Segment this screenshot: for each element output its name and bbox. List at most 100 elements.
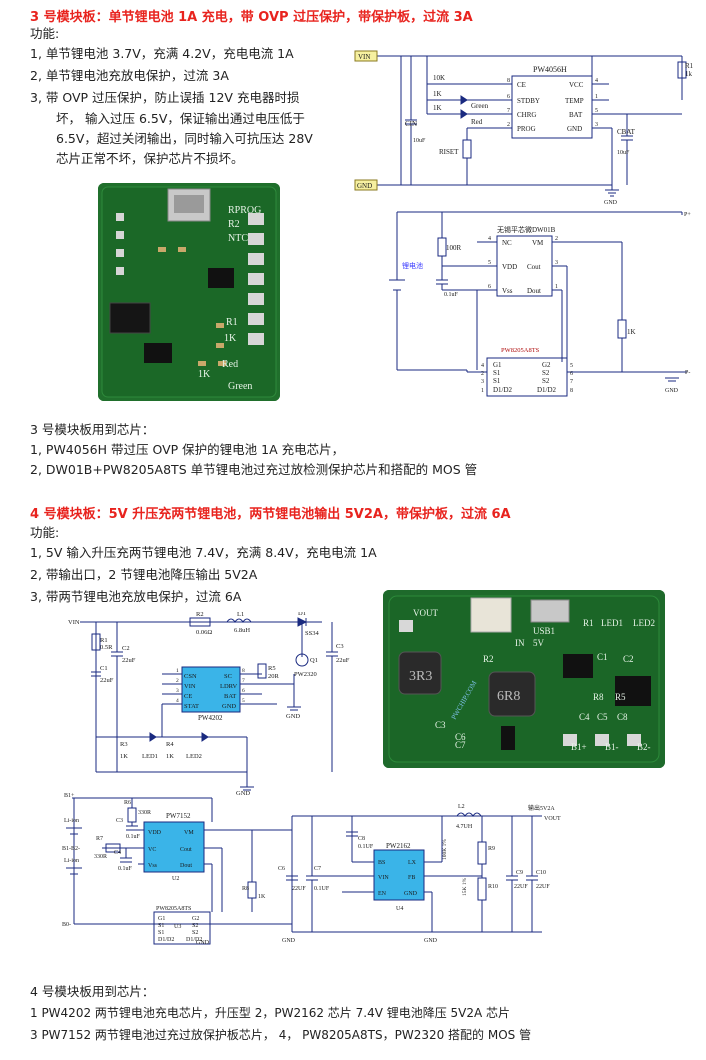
sch4t-r5-val: 20R — [268, 673, 280, 680]
board4-c5: C5 — [597, 712, 608, 722]
module4-item-2: 2, 带输出口，2 节锂电池降压输出 5V2A — [30, 567, 258, 582]
sch3-nc: NC — [502, 239, 512, 247]
sch3-c3n3: 3 — [481, 379, 484, 385]
sch4t-sc: SC — [224, 673, 232, 680]
sch3-c3n2: 2 — [481, 371, 484, 377]
sch3-n2: 2 — [507, 122, 510, 128]
board4-in: IN — [515, 638, 525, 648]
sch4b-u3: U3 — [174, 924, 181, 930]
sch3-red: Red — [471, 118, 483, 126]
board4-c1: C1 — [597, 652, 608, 662]
sch4b-b1p: B1+ — [64, 793, 75, 799]
module4-chip-line-1: 1 PW4202 两节锂电池充电芯片，升压型 2，PW2162 芯片 7.4V … — [30, 1006, 511, 1020]
sch3-c3n7: 7 — [570, 379, 573, 385]
sch3-chip2: 无锡平芯微DW01B — [497, 225, 556, 234]
board4-c4: C4 — [579, 712, 590, 722]
sch4b-r7-val: 330R — [94, 854, 107, 860]
board4-usb1: USB1 — [533, 626, 555, 636]
sch4t-stat: STAT — [184, 703, 199, 710]
sch4b-r9: R9 — [488, 846, 495, 852]
sch3-cin: CIN — [405, 120, 417, 128]
sch3-c3n5: 5 — [570, 363, 573, 369]
sch4t-n3: 3 — [176, 688, 179, 694]
board4-c8: C8 — [617, 712, 628, 722]
sch4t-c2: C2 — [122, 645, 130, 652]
sch4b-s1b: S1 — [158, 930, 164, 936]
board4-6r8: 6R8 — [497, 689, 520, 704]
board3-label-green: Green — [228, 381, 252, 392]
sch4t-pvin: VIN — [184, 683, 196, 690]
sch3-n8: 8 — [507, 78, 510, 84]
sch4b-b0m: B0- — [62, 922, 71, 928]
sch4b-r7: R7 — [96, 836, 103, 842]
sch4t-vin: VIN — [68, 619, 80, 626]
sch4b-r6: R6 — [124, 800, 131, 806]
board3-label-1k-a: 1K — [224, 333, 237, 344]
sch4t-d1-val: SS34 — [305, 630, 319, 637]
sch4t-q1-val: PW2320 — [294, 671, 317, 678]
sch4t-chip: PW4202 — [198, 714, 223, 722]
sch4b-chip3: PW2162 — [386, 842, 411, 850]
sch4t-r1-val: 0.5R — [100, 644, 113, 651]
sch4b-r6-val: 330R — [138, 810, 151, 816]
board4-r5: R5 — [615, 692, 626, 702]
sch4b-c6-val: 22UF — [292, 886, 306, 892]
sch4t-n4: 4 — [176, 698, 179, 704]
sch3-r1k: 1K — [627, 328, 636, 336]
sch4t-c3: C3 — [336, 643, 344, 650]
sch4b-out: 输出5V2A — [528, 804, 555, 812]
sch4t-led2: LED2 — [186, 753, 202, 760]
sch3-c2n6: 6 — [488, 284, 491, 290]
sch4b-r9-val: 100K 1% — [442, 839, 448, 860]
module4-schematic-top: VIN R1 0.5R C2 22uF C1 22uF R2 0.06Ω L1 … — [68, 612, 350, 797]
module3-chips-label: 3 号模块板用到芯片： — [30, 422, 155, 437]
board3-label-ntc: NTC — [228, 233, 248, 244]
sch3-g1: G1 — [493, 361, 502, 369]
sch4b-c8: C8 — [358, 836, 365, 842]
sch4t-led1: LED1 — [142, 753, 158, 760]
module3-title: 3 号模块板：单节锂电池 1A 充电，带 OVP 过压保护，带保护板，过流 3A — [30, 10, 473, 25]
sch4t-gndp: GND — [222, 703, 236, 710]
sch4b-gnd2: GND — [424, 938, 438, 944]
sch4t-n5: 5 — [242, 698, 245, 704]
sch3-n1: 1 — [595, 94, 598, 100]
sch4t-ce: CE — [184, 693, 192, 700]
sch4b-r10-val: 15K 1% — [462, 877, 468, 896]
sch4b-s2b: S2 — [192, 930, 198, 936]
sch4t-d1: D1 — [298, 612, 306, 617]
sch3-cell: 锂电池 — [402, 261, 423, 270]
sch4b-d1d2r: D1/D2 — [186, 937, 202, 943]
board4-3r3: 3R3 — [409, 669, 432, 684]
board4-vout: VOUT — [413, 608, 438, 618]
sch3-n4: 4 — [595, 78, 598, 84]
module4-item-1: 1, 5V 输入升压充两节锂电池 7.4V，充满 8.4V，充电电流 1A — [30, 545, 377, 560]
sch4b-pgnd: GND — [404, 891, 418, 897]
sch4b-cout: Cout — [180, 847, 192, 853]
sch4b-gnd1: GND — [282, 938, 296, 944]
sch4t-n1: 1 — [176, 668, 179, 674]
sch3-cbat: CBAT — [617, 128, 636, 136]
sch4b-vm: VM — [184, 830, 194, 836]
sch4b-c4-val: 0.1uF — [118, 866, 133, 872]
board4-5v: 5V — [533, 638, 545, 648]
sch4t-c3-val: 22uF — [336, 657, 350, 664]
sch4b-c7: C7 — [314, 866, 321, 872]
module4-board-photo: VOUT USB1 5V IN 3R3 6R8 R1 LED1 LED2 C1 … — [383, 590, 665, 768]
module3-func-label: 功能: — [30, 26, 60, 41]
board3-label-1k-b: 1K — [198, 369, 211, 380]
sch4t-gnd: GND — [236, 790, 250, 797]
sch3-c2n2: 2 — [555, 236, 558, 242]
sch4t-r3-val: 1K — [120, 753, 128, 760]
sch3-cout: Cout — [527, 263, 541, 271]
sch3-gndpin: GND — [567, 125, 582, 133]
board3-label-rprog: RPROG — [228, 205, 261, 216]
sch3-n6: 6 — [507, 94, 510, 100]
board4-b2m: B2- — [637, 742, 651, 752]
sch4b-r8: R8 — [242, 886, 249, 892]
sch3-vdd: VDD — [502, 263, 517, 271]
sch3-r1: R1 — [685, 62, 694, 70]
module4-chip-line-2: 3 PW7152 两节锂电池过充过放保护板芯片， 4， PW8205A8TS，P… — [30, 1028, 532, 1042]
sch3-stdby: STDBY — [517, 97, 540, 105]
sch4b-chip1: PW7152 — [166, 812, 191, 820]
sch3-chrg: CHRG — [517, 111, 536, 119]
